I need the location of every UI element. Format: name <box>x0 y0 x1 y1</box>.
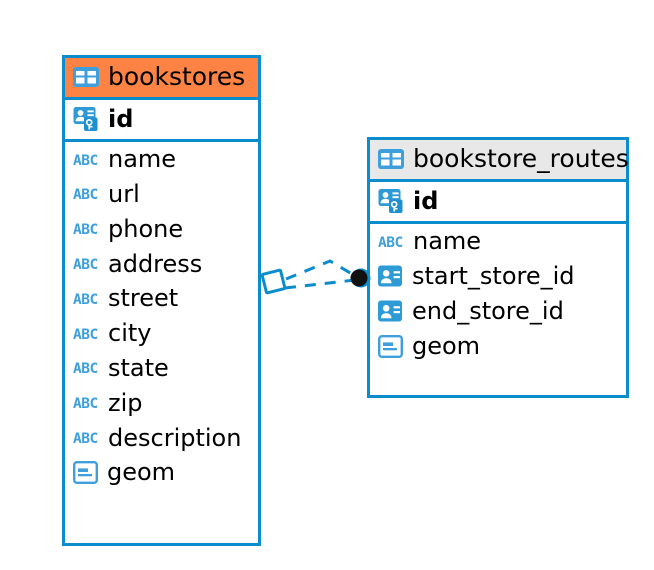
field-name: start_store_id <box>412 262 575 291</box>
abc-text-icon: ABC <box>73 186 99 203</box>
geometry-icon <box>378 334 404 358</box>
svg-text:ABC: ABC <box>73 257 98 273</box>
table-row-field[interactable]: start_store_id <box>370 259 626 294</box>
table-row-field[interactable]: ABC url <box>65 177 258 212</box>
svg-text:ABC: ABC <box>73 222 98 238</box>
field-name: phone <box>108 214 184 243</box>
fields-section: ABC name start_store_id <box>370 224 626 363</box>
primary-key-section: id <box>370 182 626 225</box>
table-row-field[interactable]: ABC description <box>65 421 258 456</box>
field-name: description <box>108 423 242 452</box>
svg-text:ABC: ABC <box>73 431 98 447</box>
abc-text-icon: ABC <box>73 360 99 377</box>
field-name: geom <box>412 331 481 360</box>
relationship-line-lower <box>284 278 356 290</box>
field-name: id <box>413 186 439 215</box>
field-name: state <box>108 354 169 383</box>
table-row-field[interactable]: geom <box>370 329 626 364</box>
table-row-primary-key[interactable]: id <box>370 182 626 222</box>
diamond-marker <box>260 268 287 295</box>
field-name: city <box>108 319 152 348</box>
table-row-field[interactable]: ABC zip <box>65 386 258 421</box>
abc-text-icon: ABC <box>73 395 99 412</box>
svg-text:ABC: ABC <box>73 327 98 343</box>
abc-text-icon: ABC <box>73 256 99 273</box>
table-icon <box>73 66 99 87</box>
table-row-field[interactable]: ABC name <box>65 142 258 177</box>
field-name: zip <box>108 388 143 417</box>
svg-text:ABC: ABC <box>73 361 98 377</box>
table-icon <box>378 148 404 169</box>
table-row-primary-key[interactable]: id <box>65 100 258 140</box>
abc-text-icon: ABC <box>73 291 99 308</box>
field-name: street <box>108 284 179 313</box>
abc-text-icon: ABC <box>73 326 99 343</box>
svg-text:ABC: ABC <box>73 292 98 308</box>
relationship-line-upper <box>285 259 358 281</box>
svg-text:ABC: ABC <box>73 396 98 412</box>
field-name: end_store_id <box>412 296 564 325</box>
foreign-key-icon <box>378 265 403 288</box>
foreign-key-icon <box>378 300 403 323</box>
abc-text-icon: ABC <box>73 152 99 169</box>
primary-key-icon <box>378 188 404 214</box>
field-name: name <box>413 227 482 256</box>
table-row-field[interactable]: ABC state <box>65 351 258 386</box>
table-header-bookstore-routes[interactable]: bookstore_routes <box>370 140 629 182</box>
primary-key-section: id <box>65 100 258 143</box>
table-title: bookstore_routes <box>413 144 629 173</box>
er-table-bookstore-routes[interactable]: bookstore_routes id <box>367 137 629 398</box>
geometry-icon <box>73 461 99 485</box>
abc-text-icon: ABC <box>378 234 404 251</box>
field-name: geom <box>107 458 176 487</box>
table-header-bookstores[interactable]: bookstores <box>65 58 258 100</box>
field-name: id <box>108 104 134 133</box>
field-name: address <box>108 249 203 278</box>
svg-text:ABC: ABC <box>73 153 98 169</box>
er-table-bookstores[interactable]: bookstores id <box>62 55 261 546</box>
table-row-field[interactable]: ABC street <box>65 281 258 316</box>
table-row-field[interactable]: end_store_id <box>370 294 626 329</box>
primary-key-icon <box>73 106 99 132</box>
abc-text-icon: ABC <box>73 430 99 447</box>
table-row-field[interactable]: ABC address <box>65 247 258 282</box>
table-row-field[interactable]: ABC city <box>65 316 258 351</box>
table-row-field[interactable]: ABC name <box>370 224 626 259</box>
table-row-field[interactable]: ABC phone <box>65 212 258 247</box>
svg-text:ABC: ABC <box>73 187 98 203</box>
svg-text:ABC: ABC <box>378 235 403 251</box>
abc-text-icon: ABC <box>73 221 99 238</box>
fields-section: ABC name ABC url ABC phone <box>65 142 258 490</box>
table-row-field[interactable]: geom <box>65 455 258 490</box>
field-name: name <box>108 145 177 174</box>
table-title: bookstores <box>108 62 246 91</box>
field-name: url <box>108 180 140 209</box>
